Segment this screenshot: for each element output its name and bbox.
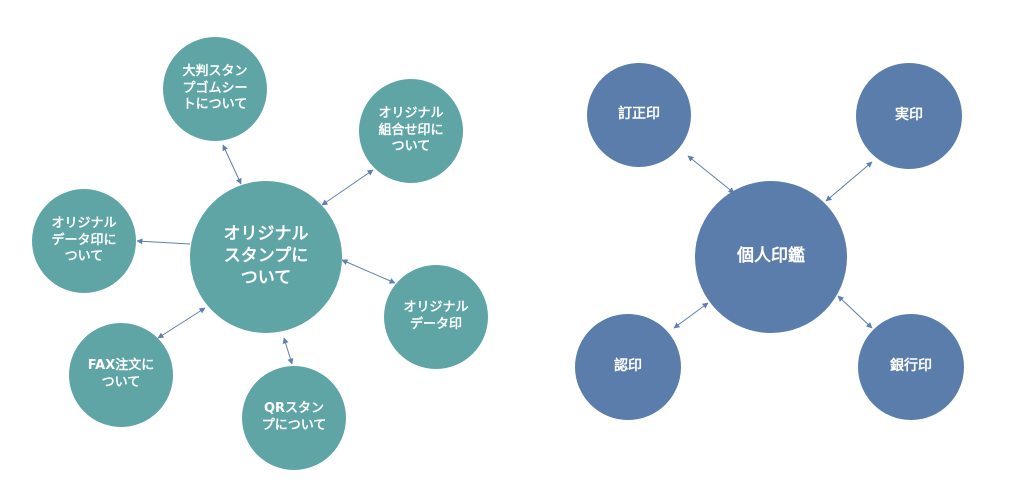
node-qr-stamp[interactable]: QRスタン プについて bbox=[242, 366, 346, 470]
connector-data-seal-about bbox=[136, 238, 191, 245]
node-data-seal-about[interactable]: オリジナル データ印に ついて bbox=[32, 189, 136, 293]
node-label: 銀行印 bbox=[890, 358, 932, 375]
node-data-seal[interactable]: オリジナル データ印 bbox=[384, 265, 488, 369]
node-label: QRスタン プについて bbox=[261, 401, 327, 433]
connector-correction bbox=[687, 155, 735, 194]
connector-registered bbox=[825, 161, 873, 202]
node-label: 訂正印 bbox=[618, 106, 660, 123]
connector-approval bbox=[673, 302, 709, 329]
connector-combo-seal bbox=[321, 169, 374, 206]
node-label: 大判スタン プゴムシー トについて bbox=[182, 64, 248, 113]
node-large-rubber-sheet[interactable]: 大判スタン プゴムシー トについて bbox=[163, 37, 267, 141]
node-bank-seal[interactable]: 銀行印 bbox=[858, 314, 964, 420]
connector-large-rubber bbox=[222, 144, 242, 185]
node-label: 実印 bbox=[895, 107, 923, 124]
node-label: FAX注文に ついて bbox=[87, 358, 155, 390]
node-combo-seal[interactable]: オリジナル 組合せ印に ついて bbox=[359, 79, 463, 183]
center-node-label: 個人印鑑 bbox=[737, 246, 805, 267]
node-registered-seal[interactable]: 実印 bbox=[856, 63, 962, 169]
node-label: オリジナル データ印に ついて bbox=[51, 216, 117, 265]
node-fax-order[interactable]: FAX注文に ついて bbox=[69, 323, 173, 427]
node-label: オリジナル 組合せ印に ついて bbox=[378, 106, 444, 155]
node-approval-seal[interactable]: 認印 bbox=[575, 314, 681, 420]
node-label: オリジナル データ印 bbox=[403, 300, 469, 332]
center-node-personal-seal[interactable]: 個人印鑑 bbox=[695, 181, 847, 333]
node-correction-seal[interactable]: 訂正印 bbox=[587, 63, 691, 167]
connector-fax bbox=[157, 307, 206, 339]
connector-bank bbox=[837, 295, 873, 329]
connector-data-seal bbox=[341, 259, 396, 284]
node-label: 認印 bbox=[614, 358, 642, 375]
center-node-original-stamp[interactable]: オリジナル スタンプに ついて bbox=[190, 181, 342, 333]
connector-qr bbox=[282, 337, 294, 365]
center-node-label: オリジナル スタンプに ついて bbox=[223, 224, 309, 288]
